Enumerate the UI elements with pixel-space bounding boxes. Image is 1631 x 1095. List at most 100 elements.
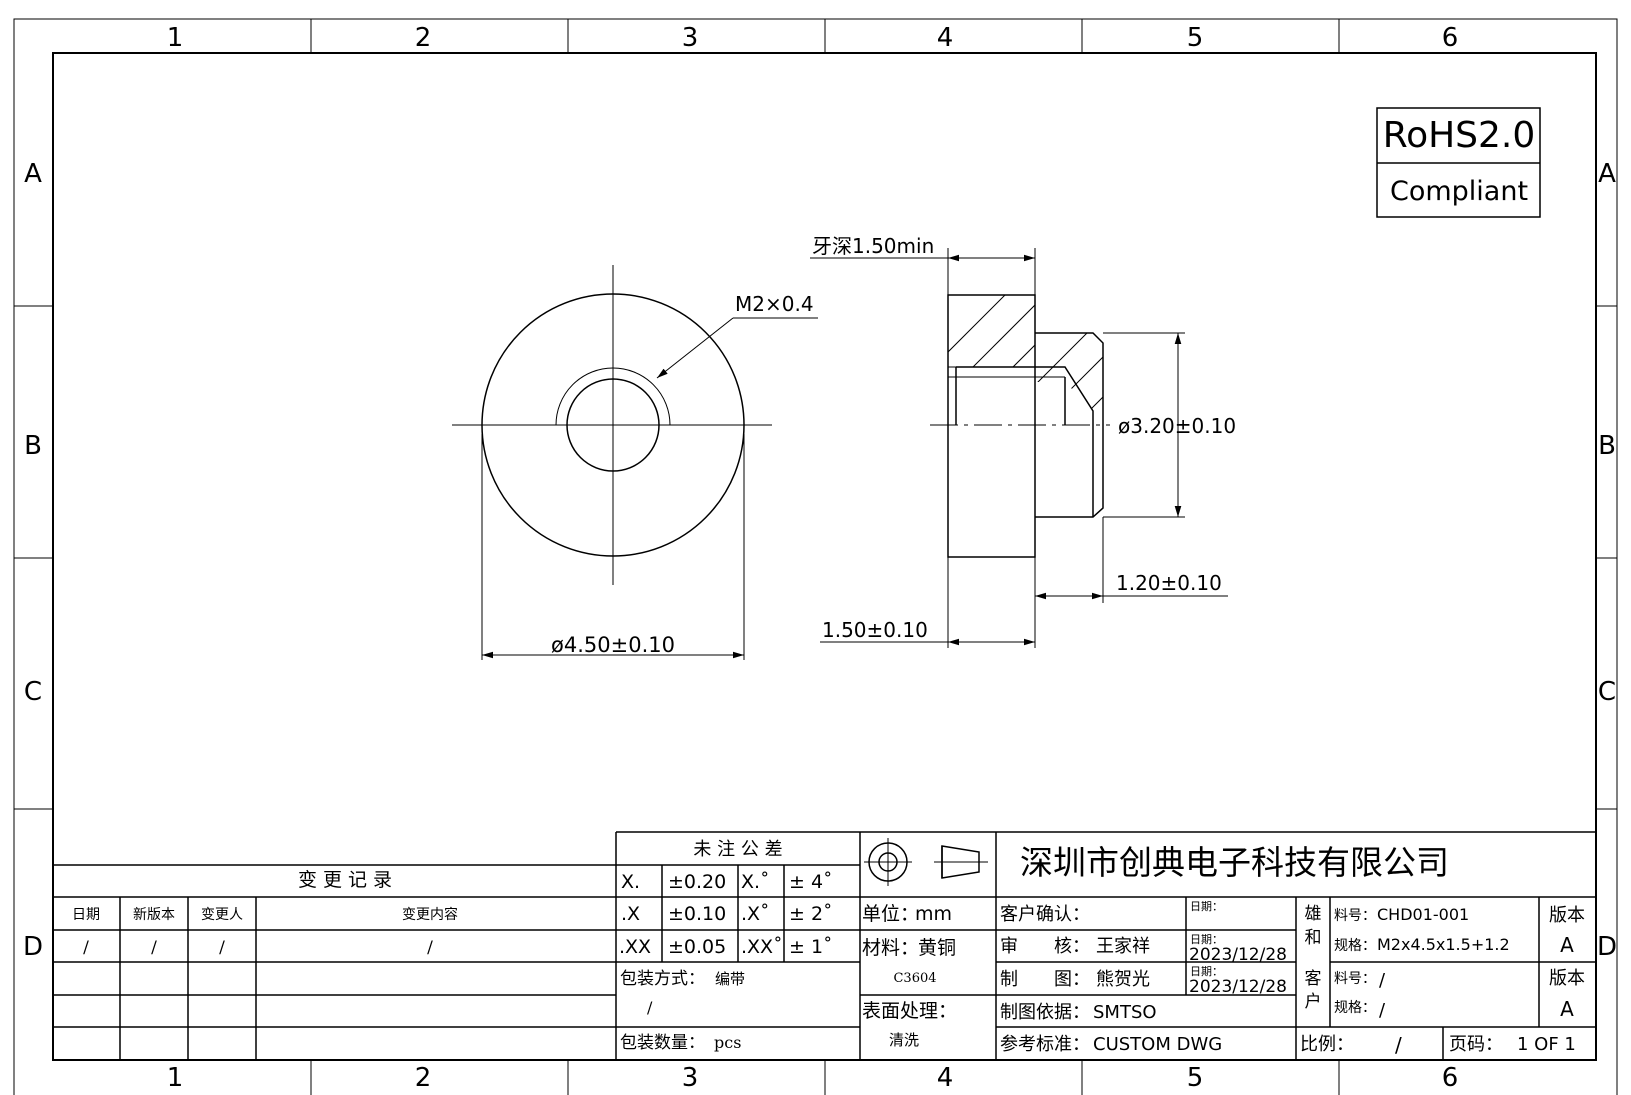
tol-key-2: .X <box>621 903 640 925</box>
pack-method-note: / <box>647 998 653 1017</box>
cust-version-label: 版本 <box>1549 968 1585 989</box>
revision-header-person: 变更人 <box>201 907 243 923</box>
zone-row-b-left: B <box>24 431 42 461</box>
revision-cell-person: / <box>219 938 225 958</box>
tol-angkey-1: X.˚ <box>741 871 770 893</box>
zone-row-a-right: A <box>1598 159 1616 189</box>
zone-row-d-right: D <box>1597 932 1617 962</box>
review-name: 王家祥 <box>1096 936 1150 957</box>
tol-angval-3: ± 1˚ <box>789 936 833 958</box>
customer-label-1: 客 <box>1305 969 1322 989</box>
drawing-border <box>13 18 1618 1095</box>
title-block <box>53 831 1596 1060</box>
zone-col-1-top: 1 <box>167 23 184 53</box>
material-label: 材料： <box>862 937 919 959</box>
pn-label: 料号： <box>1334 908 1376 924</box>
draw-name: 熊贺光 <box>1096 969 1150 990</box>
review-date-label: 日期： <box>1190 933 1223 946</box>
revision-header-content: 变更内容 <box>402 906 458 923</box>
xionghe-label-2: 和 <box>1305 928 1322 948</box>
tol-val-2: ±0.10 <box>668 903 726 925</box>
tol-angkey-2: .X˚ <box>741 903 770 925</box>
zone-row-b-right: B <box>1598 431 1616 461</box>
tolerance-title: 未 注 公 差 <box>693 839 782 860</box>
scale-label: 比例： <box>1300 1034 1354 1055</box>
material-cells: 单位： mm 材料： 黄铜 C3604 表面处理： 清洗 <box>862 903 957 1049</box>
pack-method-label: 包装方式： <box>620 969 705 989</box>
unit-label: 单位： <box>862 903 919 925</box>
tol-angval-1: ± 4˚ <box>789 871 833 893</box>
tol-angkey-3: .XX˚ <box>741 936 783 958</box>
zone-row-a-left: A <box>24 159 42 189</box>
pack-qty-value: pcs <box>714 1033 741 1052</box>
unit-value: mm <box>915 903 952 925</box>
tol-angval-2: ± 2˚ <box>789 903 833 925</box>
scale-value: / <box>1395 1033 1402 1057</box>
pack-qty-label: 包装数量： <box>620 1033 705 1053</box>
revision-header-date: 日期 <box>72 907 100 923</box>
zone-row-d-left: D <box>23 932 43 962</box>
basis-value: SMTSO <box>1093 1002 1157 1023</box>
tol-key-1: X. <box>621 871 640 893</box>
dim-flange-thickness: 1.50±0.10 <box>822 618 928 642</box>
page-value: 1 OF 1 <box>1517 1034 1576 1055</box>
zone-labels: 1 2 3 4 5 6 1 2 3 4 5 6 A B C D A B C D <box>23 23 1617 1093</box>
cust-spec-value: / <box>1379 1000 1386 1021</box>
version-label: 版本 <box>1549 905 1585 926</box>
review-label: 审 核： <box>1000 936 1090 957</box>
projection-symbol <box>864 838 988 886</box>
finish-value: 清洗 <box>889 1031 919 1049</box>
customer-label-2: 户 <box>1305 992 1322 1012</box>
tol-key-3: .XX <box>619 936 651 958</box>
standard-label: 参考标准： <box>1000 1034 1090 1055</box>
draw-date-label: 日期： <box>1190 965 1223 978</box>
part-cells: 雄 和 客 户 料号： CHD01-001 规格： M2x4.5x1.5+1.2… <box>1300 904 1585 1057</box>
material-value: 黄铜 <box>918 937 956 959</box>
dim-thread-callout: M2×0.4 <box>735 292 814 316</box>
zone-col-5-top: 5 <box>1187 23 1204 53</box>
zone-col-1-bottom: 1 <box>167 1063 184 1093</box>
customer-confirm-label: 客户确认： <box>1000 904 1090 925</box>
page-label: 页码： <box>1449 1034 1503 1055</box>
zone-col-4-bottom: 4 <box>937 1063 954 1093</box>
rohs-compliant: Compliant <box>1390 176 1528 207</box>
revision-header-version: 新版本 <box>133 907 175 923</box>
zone-row-c-right: C <box>1598 677 1616 707</box>
revision-title: 变 更 记 录 <box>298 869 392 891</box>
tol-val-3: ±0.05 <box>668 936 726 958</box>
rohs-badge: RoHS2.0 Compliant <box>1376 107 1541 218</box>
material-grade: C3604 <box>893 971 936 986</box>
pn-value: CHD01-001 <box>1377 905 1469 924</box>
title-block-text: 变 更 记 录 日期 新版本 变更人 变更内容 / / / / 未 注 公 差 <box>72 839 783 958</box>
draw-label: 制 图： <box>1000 969 1090 990</box>
approval-cells: 客户确认： 日期： 审 核： 王家祥 日期： 2023/12/28 制 图： 熊… <box>1000 900 1287 1055</box>
zone-col-4-top: 4 <box>937 23 954 53</box>
zone-col-6-bottom: 6 <box>1442 1063 1459 1093</box>
finish-label: 表面处理： <box>862 1000 957 1022</box>
tolerance-table: X. ±0.20 X.˚ ± 4˚ .X ±0.10 .X˚ ± 2˚ .XX … <box>619 871 833 958</box>
basis-label: 制图依据： <box>1000 1002 1090 1023</box>
pack-method-value: 编带 <box>715 970 745 988</box>
front-view: ø4.50±0.10 M2×0.4 <box>452 265 818 660</box>
zone-row-c-left: C <box>24 677 42 707</box>
cust-spec-label: 规格： <box>1334 1000 1376 1016</box>
zone-col-3-top: 3 <box>682 23 699 53</box>
version-value: A <box>1560 933 1574 957</box>
review-date: 2023/12/28 <box>1189 945 1287 965</box>
dim-boss-diameter: ø3.20±0.10 <box>1118 414 1236 438</box>
dim-thread-depth: 牙深1.50min <box>812 234 934 258</box>
packaging-cells: 包装方式： 编带 / 包装数量： pcs <box>620 969 745 1053</box>
zone-col-2-top: 2 <box>415 23 432 53</box>
zone-col-6-top: 6 <box>1442 23 1459 53</box>
cust-pn-value: / <box>1379 970 1386 991</box>
dim-outer-diameter: ø4.50±0.10 <box>551 633 675 657</box>
revision-cell-version: / <box>151 938 157 958</box>
revision-cell-date: / <box>83 938 89 958</box>
zone-col-3-bottom: 3 <box>682 1063 699 1093</box>
dim-boss-length: 1.20±0.10 <box>1116 571 1222 595</box>
zone-col-5-bottom: 5 <box>1187 1063 1204 1093</box>
standard-value: CUSTOM DWG <box>1093 1034 1222 1055</box>
xionghe-label-1: 雄 <box>1305 904 1322 924</box>
company-name: 深圳市创典电子科技有限公司 <box>1020 843 1449 882</box>
cust-pn-label: 料号： <box>1334 971 1376 987</box>
